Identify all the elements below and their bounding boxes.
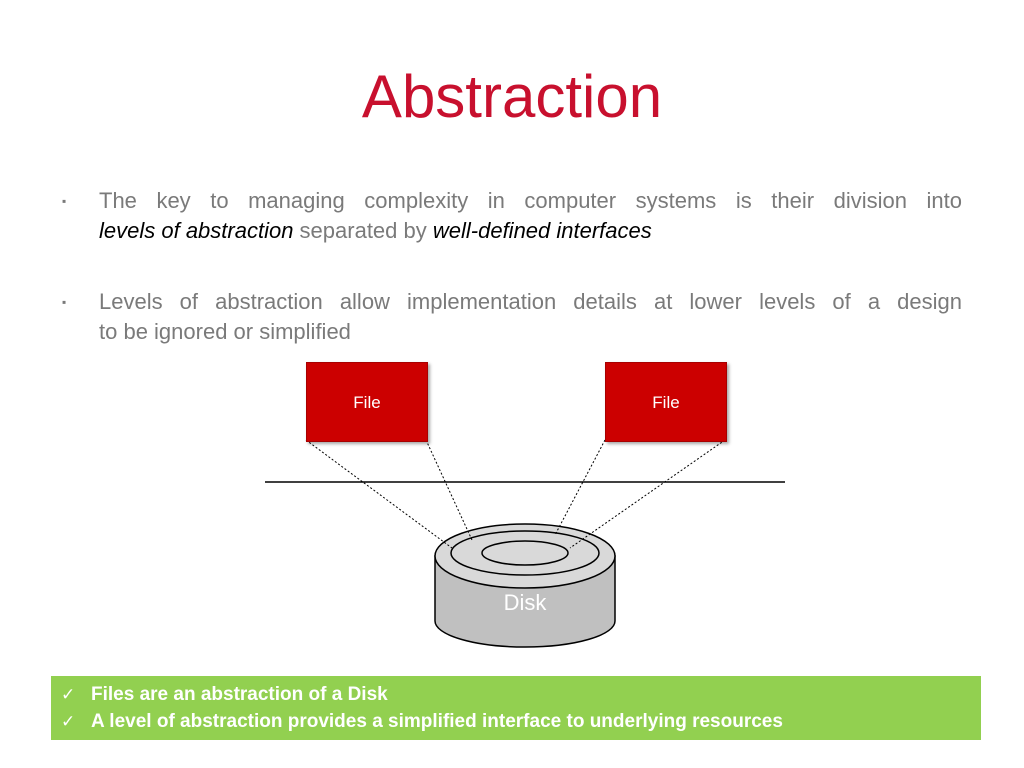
summary-item: ✓ A level of abstraction provides a simpl… [61, 709, 783, 735]
checkmark-icon: ✓ [61, 712, 76, 732]
mapping-line [305, 439, 453, 549]
bullet-text: Levels of abstraction allow implementati… [99, 287, 962, 347]
square-bullet-icon: ▪ [62, 295, 67, 309]
summary-item-text: Files are an abstraction of a Disk [91, 684, 388, 705]
square-bullet-icon: ▪ [62, 194, 67, 208]
bullet-text-line: to be ignored or simplified [99, 319, 351, 344]
file-label: File [353, 393, 381, 412]
file-box: File [605, 362, 727, 442]
disk-ring-inner [481, 540, 569, 566]
mapping-line [425, 439, 473, 541]
summary-item-text: A level of abstraction provides a simpli… [91, 711, 783, 732]
file-label: File [652, 393, 680, 412]
mapping-line [569, 439, 726, 549]
slide-title: Abstraction [361, 63, 663, 130]
bullet-emphasis: levels of abstraction [99, 218, 294, 243]
summary-item: ✓ Files are an abstraction of a Disk [61, 682, 388, 708]
checkmark-icon: ✓ [61, 685, 76, 705]
bullet-text: The key to managing complexity in comput… [99, 186, 962, 246]
summary-callout: ✓ Files are an abstraction of a Disk ✓ A l… [51, 676, 981, 740]
disk-label: Disk [503, 590, 547, 615]
bullet-text-line: Levels of abstraction allow implementati… [99, 289, 962, 314]
bullet-text-fragment: separated by [293, 218, 433, 243]
mapping-line [554, 439, 606, 536]
file-box: File [306, 362, 428, 442]
bullet-emphasis: well-defined interfaces [432, 218, 652, 243]
bullet-text-line: The key to managing complexity in comput… [99, 188, 962, 213]
